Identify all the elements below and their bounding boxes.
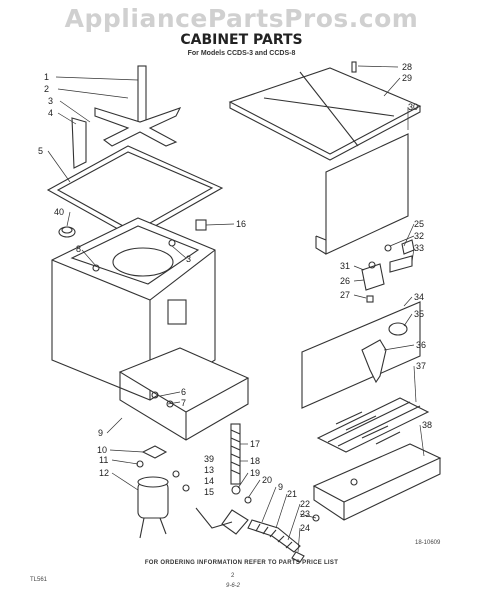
callout-27: 27 xyxy=(340,290,350,300)
callout-2: 2 xyxy=(44,84,49,94)
callout-34: 34 xyxy=(414,292,424,302)
callout-32: 32 xyxy=(414,231,424,241)
callout-30: 30 xyxy=(408,102,418,112)
callout-24: 24 xyxy=(300,523,310,533)
callout-7: 7 xyxy=(181,398,186,408)
callout-13: 13 xyxy=(204,465,214,475)
callout-21: 21 xyxy=(287,489,297,499)
callout-36: 36 xyxy=(416,340,426,350)
callout-6: 6 xyxy=(181,387,186,397)
callout-25: 25 xyxy=(414,219,424,229)
callout-16: 16 xyxy=(236,219,246,229)
callout-3b: 3 xyxy=(186,254,191,264)
part-knob xyxy=(58,226,76,238)
callout-5: 5 xyxy=(38,146,43,156)
part-motor xyxy=(137,476,169,539)
callout-40: 40 xyxy=(54,207,64,217)
page-number: 2 xyxy=(231,573,235,579)
callout-19: 19 xyxy=(250,468,260,478)
callout-8: 8 xyxy=(76,244,81,254)
part-cross-support xyxy=(94,107,182,147)
callout-17: 17 xyxy=(250,439,260,449)
left-code: TL561 xyxy=(30,577,48,583)
callout-15: 15 xyxy=(204,487,214,497)
part-front-panel xyxy=(301,301,421,409)
part-base-pan xyxy=(118,347,250,441)
callout-39: 39 xyxy=(204,454,214,464)
part-post xyxy=(137,65,147,123)
callout-18: 18 xyxy=(250,456,260,466)
watermark: AppliancePartsPros.com xyxy=(64,4,419,33)
part-clip xyxy=(195,219,207,231)
callout-1: 1 xyxy=(44,72,49,82)
callout-28: 28 xyxy=(402,62,412,72)
callout-26: 26 xyxy=(340,276,350,286)
part-latch-set xyxy=(384,239,415,273)
callout-11: 11 xyxy=(99,455,108,465)
leader-lines xyxy=(47,65,425,553)
callout-31: 31 xyxy=(340,261,350,271)
diagram-title: CABINET PARTS xyxy=(180,32,303,48)
callout-38: 38 xyxy=(422,420,432,430)
callout-20: 20 xyxy=(262,475,272,485)
callout-12: 12 xyxy=(99,468,109,478)
part-bracket xyxy=(71,117,87,169)
callout-33: 33 xyxy=(414,243,424,253)
date-code: 9-6-2 xyxy=(226,583,241,589)
callout-3: 3 xyxy=(48,96,53,106)
part-back-panel xyxy=(315,133,409,255)
callout-29: 29 xyxy=(402,73,412,83)
diagram-ref-code: 18-10609 xyxy=(415,540,441,546)
callout-23: 23 xyxy=(300,509,310,519)
callout-14: 14 xyxy=(204,476,214,486)
part-cup xyxy=(361,261,385,303)
ordering-info-footer: FOR ORDERING INFORMATION REFER TO PARTS … xyxy=(144,560,339,566)
callout-35: 35 xyxy=(414,309,424,319)
callout-9: 9 xyxy=(98,428,103,438)
part-drip-tray xyxy=(312,443,442,521)
part-hose xyxy=(247,519,301,553)
callout-labels: 1 2 3 4 5 40 8 3 16 6 7 9 10 11 12 39 13… xyxy=(38,62,432,533)
part-elbow xyxy=(195,507,249,535)
part-grille xyxy=(316,397,430,453)
part-spring xyxy=(230,423,241,485)
callout-4: 4 xyxy=(48,108,53,118)
callout-9b: 9 xyxy=(278,482,283,492)
part-spout xyxy=(361,339,387,384)
part-top-lid xyxy=(228,61,422,161)
callout-22: 22 xyxy=(300,499,310,509)
part-button xyxy=(388,322,408,336)
diagram-subtitle: For Models CCDS-3 and CCDS-8 xyxy=(187,50,296,57)
callout-10: 10 xyxy=(97,445,107,455)
part-top-frame xyxy=(46,145,224,239)
callout-37: 37 xyxy=(416,361,426,371)
part-plate xyxy=(141,445,168,459)
